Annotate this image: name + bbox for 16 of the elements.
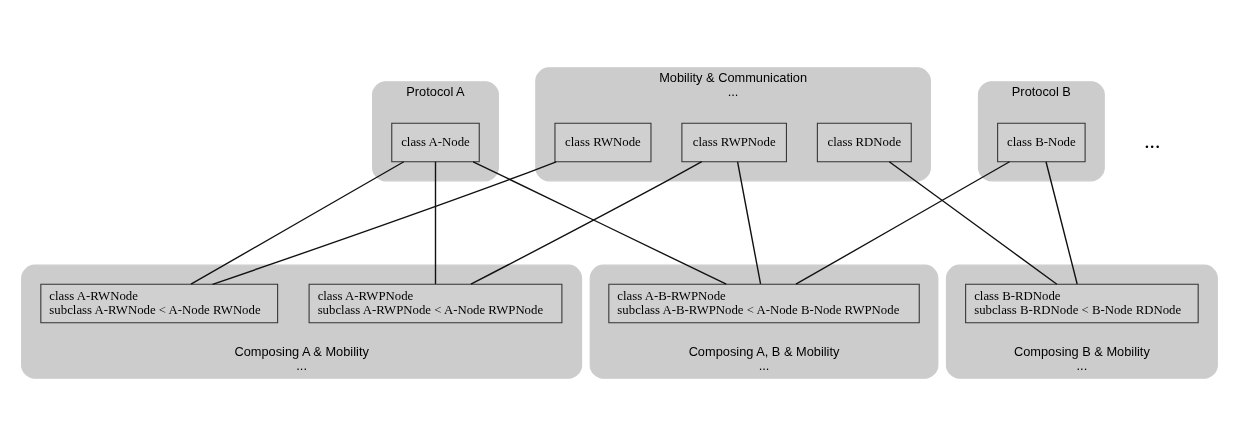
connector (434, 160, 437, 285)
connector (190, 160, 405, 285)
node-box: class A-RWPNode subclass A-RWPNode < A-Node RWPNode (308, 283, 563, 323)
connector (211, 160, 557, 285)
connector (736, 160, 762, 285)
node-box: class A-RWNode subclass A-RWNode < A-Node RWNode (40, 283, 279, 323)
node-box: class B-Node (997, 122, 1086, 162)
node-box: class RWPNode (681, 122, 787, 162)
label: ... (1144, 128, 1161, 153)
node-box: class A-B-RWPNode subclass A-B-RWPNode < A-Node B-Node RWPNode (608, 283, 920, 323)
node-box: class RWNode (554, 122, 652, 162)
connector (1045, 160, 1078, 285)
node-box: class RDNode (816, 122, 912, 162)
node-box: class A-Node (391, 122, 480, 162)
connector (888, 160, 1058, 285)
node-box: class B-RDNode subclass B-RDNode < B-Node RDNode (965, 283, 1199, 323)
